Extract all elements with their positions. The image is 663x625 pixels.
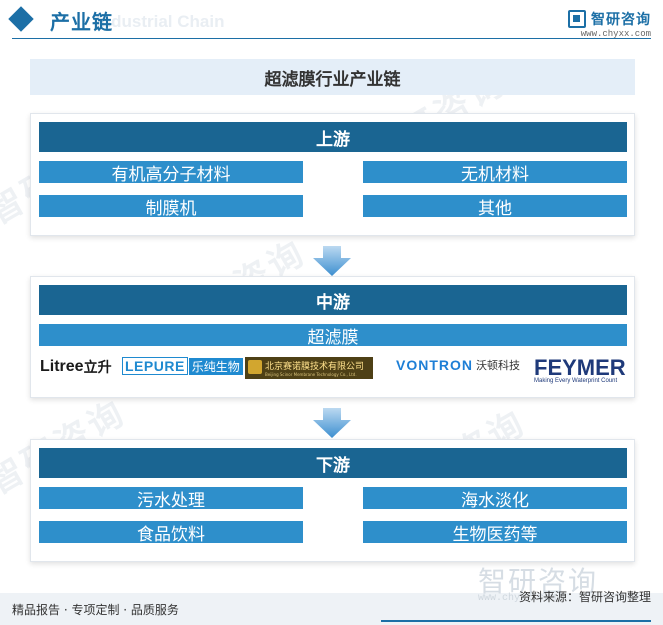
footer [0,593,663,625]
upstream-item: 无机材料 [363,161,627,185]
vontron-logo-en: VONTRON [396,357,473,373]
feymer-logo-name: FEYMER [534,355,626,380]
page-title: 产业链 [50,10,113,34]
litree-logo-cn: 立升 [83,360,112,376]
lepure-logo-en: LEPURE [122,357,188,375]
downstream-item: 海水淡化 [363,487,627,511]
downstream-header: 下游 [39,448,627,478]
upstream-item: 其他 [363,195,627,219]
upstream-item: 有机高分子材料 [39,161,303,185]
midstream-item: 超滤膜 [39,324,627,348]
footer-slogan: 精品报告 · 专项定制 · 品质服务 [12,603,179,617]
midstream-header: 中游 [39,285,627,315]
downstream-section: 下游 污水处理 海水淡化 食品饮料 生物医药等 [30,439,635,562]
feymer-logo-slogan: Making Every Waterprint Count [534,378,618,384]
downstream-item: 生物医药等 [363,521,627,545]
upstream-section: 上游 有机高分子材料 无机材料 制膜机 其他 [30,113,635,236]
downstream-item: 污水处理 [39,487,303,511]
feymer-logo: FEYMER Making Every Waterprint Count [534,355,626,385]
litree-logo-en: Litree [40,358,84,375]
footer-watermark: 智研咨询 [478,565,599,598]
footer-watermark-url: www.chyxx.com [478,593,557,604]
arrow-down-icon [313,246,351,276]
lepure-logo-cn: 乐纯生物 [188,357,243,375]
downstream-item: 食品饮料 [39,521,303,545]
footer-divider [381,620,651,622]
scinor-logo-en: Beijing Scinor Membrane Technology Co., … [265,372,357,377]
header-diamond-icon [8,6,34,32]
brand-logo: 智研咨询 [568,9,651,29]
arrow-down-icon [313,408,351,438]
vontron-logo-cn: 沃顿科技 [476,359,520,372]
scinor-logo-cn: 北京赛诺膜技术有限公司 [265,362,365,372]
upstream-header: 上游 [39,122,627,152]
scinor-mark-icon [248,360,262,374]
header-divider [12,38,651,39]
brand-icon [568,10,586,28]
upstream-item: 制膜机 [39,195,303,219]
scinor-logo: 北京赛诺膜技术有限公司 Beijing Scinor Membrane Tech… [245,357,373,379]
footer-source: 资料来源：智研咨询整理 [518,590,651,604]
header-subtitle: Industrial Chain [96,12,225,31]
diagram-title: 超滤膜行业产业链 [30,59,635,95]
brand-url: www.chyxx.com [580,29,651,39]
brand-name: 智研咨询 [591,12,651,28]
